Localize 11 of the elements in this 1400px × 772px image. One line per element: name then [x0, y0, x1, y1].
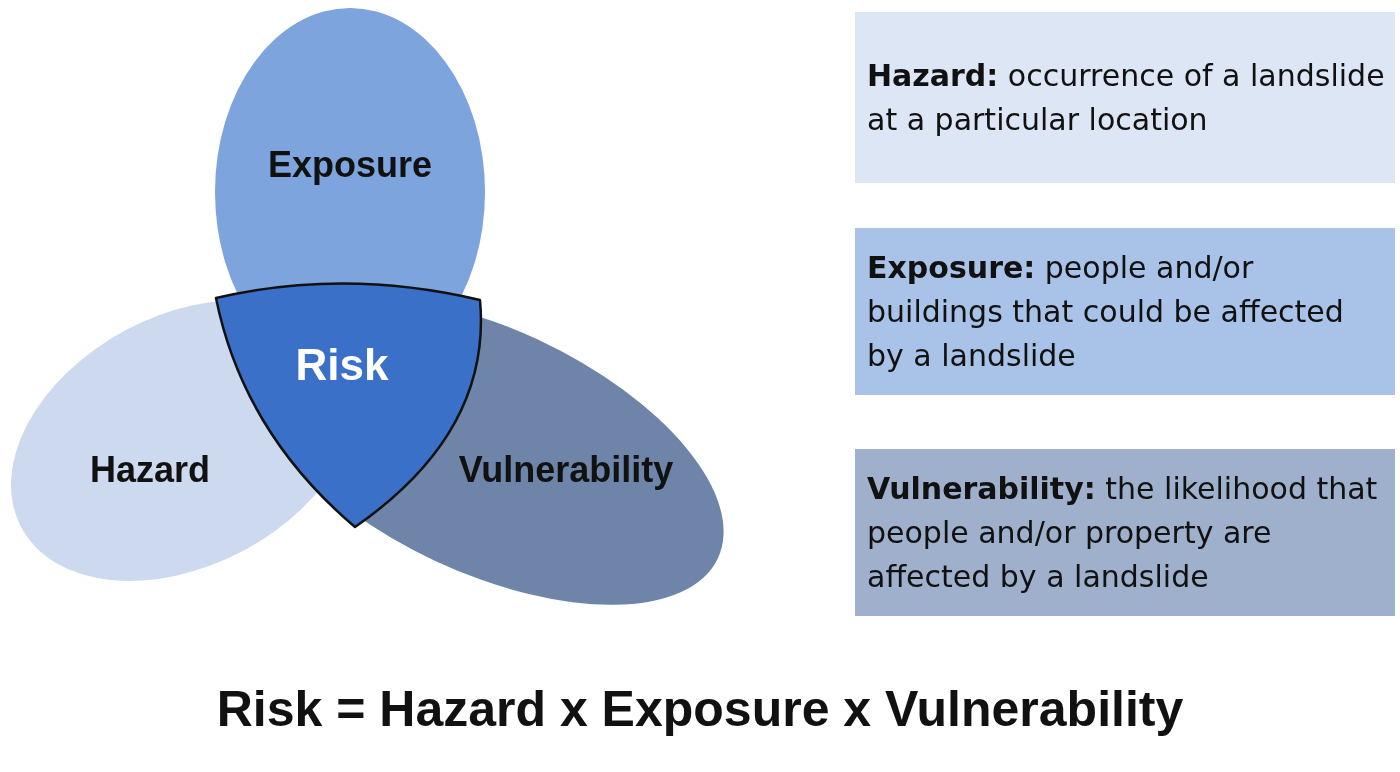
region-label: Risk — [295, 340, 389, 390]
region-label: Vulnerability — [458, 449, 674, 491]
formula-caption: Risk = Hazard x Exposure x Vulnerability — [215, 680, 1185, 738]
region-label: Hazard — [89, 449, 210, 491]
definition-text: Vulnerability: the likelihood that people and/or property are affected by a landslide — [867, 469, 1379, 596]
definition-box — [855, 449, 1395, 616]
definition-text: Exposure: people and/or buildings that could be affected by a landslide — [867, 248, 1345, 375]
definition-box — [855, 12, 1395, 183]
definition-text: Hazard: occurrence of a landslide at a particular location — [867, 56, 1386, 139]
definition-box — [855, 228, 1395, 395]
region-label: Exposure — [267, 144, 433, 186]
